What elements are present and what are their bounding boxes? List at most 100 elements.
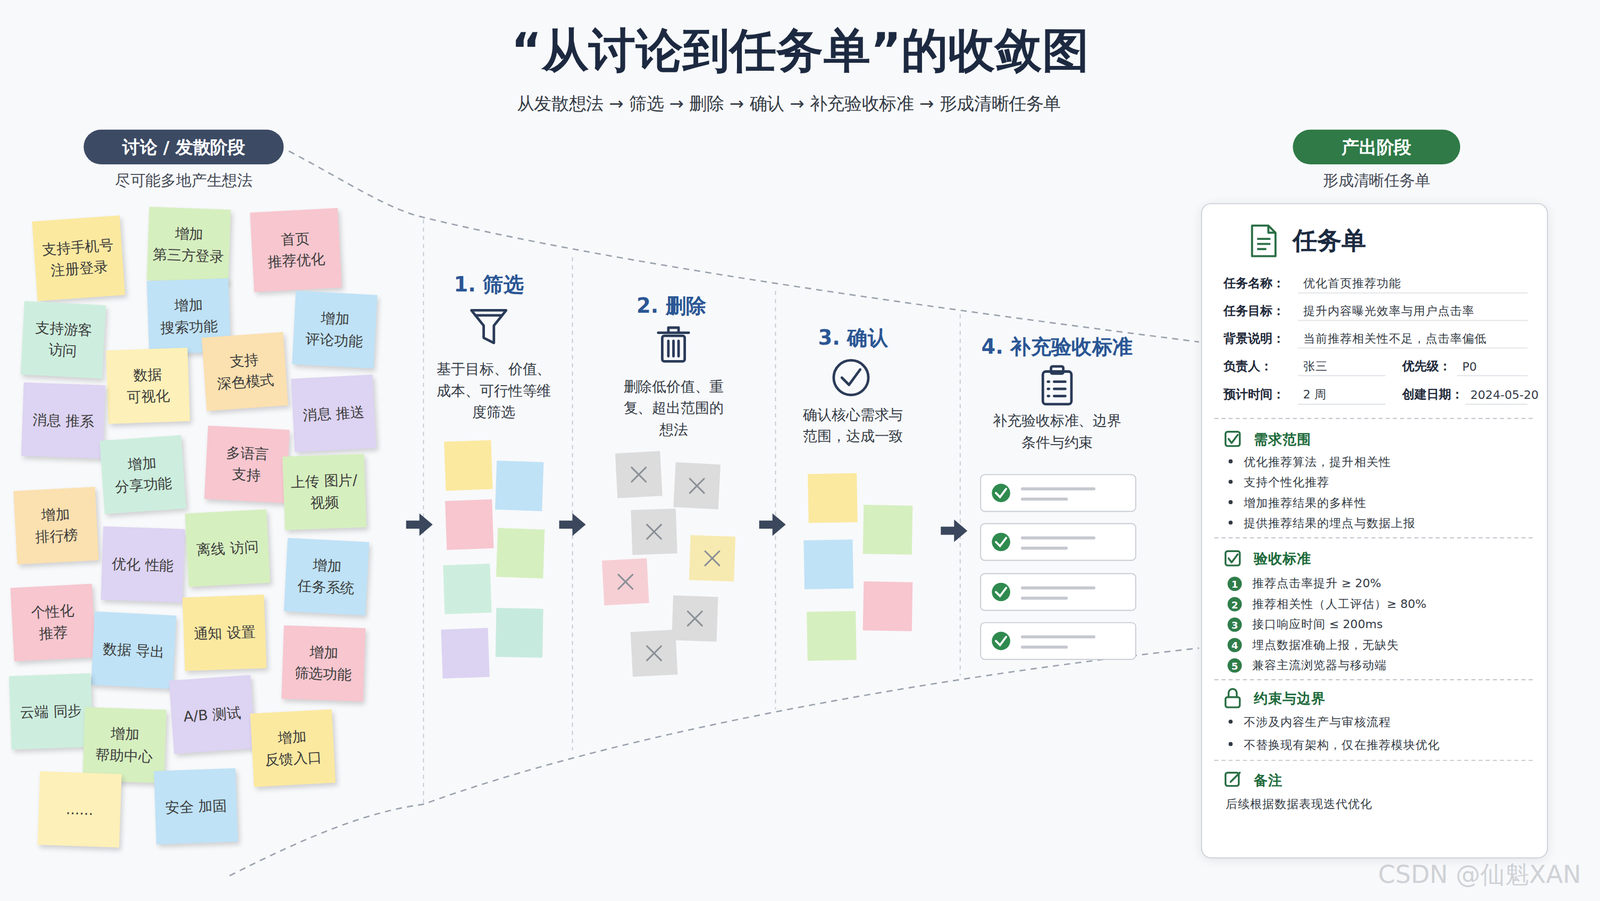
deleted-note bbox=[615, 450, 663, 499]
idea-text: 增加 排行榜 bbox=[18, 501, 94, 549]
number-text: 1 bbox=[1231, 577, 1239, 590]
idea-text: 通知 设置 bbox=[193, 621, 256, 645]
field-value: 提升内容曝光效率与用户点击率 bbox=[1303, 303, 1475, 320]
bullet-dot bbox=[1228, 459, 1233, 747]
number-text: 3 bbox=[1231, 618, 1239, 631]
filtered-note bbox=[442, 563, 492, 615]
stage-subtitle: 尽可能多地产生想法 bbox=[114, 171, 253, 191]
cross-mark bbox=[647, 646, 662, 661]
step-description: 补充验收标准、边界条件与约束 bbox=[987, 409, 1127, 454]
funnel-outline bbox=[229, 648, 1200, 876]
step-heading: 2. 删除 bbox=[636, 292, 707, 321]
field-value: 接口响应时间 ≤ 200ms bbox=[1252, 616, 1384, 633]
step-description: 基于目标、价值、成本、可行性等维度筛选 bbox=[433, 358, 555, 424]
idea-text: 个性化 推荐 bbox=[15, 599, 91, 647]
deleted-note bbox=[671, 595, 718, 642]
field-value: 推荐相关性（人工评估）≥ 80% bbox=[1252, 596, 1427, 613]
sticky-note: 多语言 支持 bbox=[204, 425, 290, 504]
idea-text: 增加 分享功能 bbox=[104, 450, 181, 499]
card-title: 任务单 bbox=[1292, 224, 1367, 257]
step-heading: 4. 补充验收标准 bbox=[981, 333, 1134, 362]
step-number: 5 bbox=[1227, 658, 1243, 673]
deleted-note bbox=[601, 450, 736, 677]
sticky-note: 支持 深色模式 bbox=[201, 331, 289, 412]
section-heading: 备注 bbox=[1253, 771, 1283, 791]
idea-text: 云端 同步 bbox=[19, 699, 82, 723]
deleted-note bbox=[601, 557, 650, 606]
idea-text: 优化 性能 bbox=[111, 552, 174, 576]
filtered-note bbox=[440, 439, 545, 678]
filtered-note bbox=[444, 439, 493, 491]
stage-subtitle: 形成清晰任务单 bbox=[1322, 171, 1430, 191]
field-value: P0 bbox=[1462, 358, 1477, 374]
section-divider bbox=[1214, 679, 1536, 681]
sticky-note: 个性化 推荐 bbox=[10, 583, 97, 662]
sticky-note: 增加 分享功能 bbox=[99, 434, 187, 515]
step-icon bbox=[1051, 366, 1064, 374]
filtered-note bbox=[440, 627, 490, 679]
field-underline bbox=[1297, 292, 1528, 405]
flow-arrow bbox=[406, 513, 968, 542]
field-underline bbox=[1297, 374, 1386, 376]
sticky-note: 增加 第三方登录 bbox=[146, 206, 231, 283]
bullet-dot bbox=[1228, 741, 1233, 747]
step-icon bbox=[1048, 381, 1050, 397]
stage-pill: 讨论 / 发散阶段尽可能多地产生想法 bbox=[83, 129, 284, 165]
sticky-note: 安全 加固 bbox=[153, 767, 238, 844]
field-value: 不替换现有架构，仅在推荐模块优化 bbox=[1243, 736, 1440, 753]
field-underline bbox=[1297, 320, 1528, 322]
idea-text: 多语言 支持 bbox=[208, 440, 285, 488]
sticky-note: 云端 同步 bbox=[9, 673, 94, 750]
stage-title: 讨论 / 发散阶段 bbox=[122, 135, 245, 159]
field-label: 创建日期： bbox=[1402, 386, 1464, 404]
field-underline bbox=[1297, 347, 1528, 349]
idea-text: 增加 帮助中心 bbox=[87, 722, 163, 768]
confirmed-note bbox=[863, 504, 913, 555]
sticky-note: 支持游客 访问 bbox=[20, 300, 107, 379]
diagram-caption: 从发散想法 → 筛选 → 删除 → 确认 → 补充验收标准 → 形成清晰任务单 bbox=[516, 92, 1061, 116]
task-card: 任务单任务名称：优化首页推荐功能任务目标：提升内容曝光效率与用户点击率背景说明：… bbox=[1201, 203, 1548, 859]
cross-mark bbox=[631, 467, 647, 482]
field-value: 2 周 bbox=[1303, 387, 1327, 403]
stage-pill: 产出阶段形成清晰任务单 bbox=[1292, 129, 1461, 165]
idea-text: 增加 搜索功能 bbox=[151, 293, 227, 339]
document-icon bbox=[1252, 225, 1276, 257]
number-text: 5 bbox=[1231, 659, 1239, 672]
field-label: 优先级： bbox=[1402, 357, 1452, 376]
field-underline bbox=[1456, 374, 1528, 376]
checklist-row bbox=[991, 631, 1011, 651]
checklist-row bbox=[991, 582, 1011, 602]
sticky-note: 增加 排行榜 bbox=[13, 486, 99, 565]
flow-arrow bbox=[940, 519, 968, 542]
flow-arrow bbox=[559, 513, 586, 536]
bullet-dot bbox=[1228, 499, 1233, 505]
field-value: 优化首页推荐功能 bbox=[1303, 275, 1402, 292]
field-value: 后续根据数据表现迭代优化 bbox=[1225, 796, 1373, 812]
cross-mark bbox=[705, 550, 720, 566]
deleted-note bbox=[630, 508, 677, 555]
section-icon bbox=[1225, 550, 1241, 566]
document-icon bbox=[1257, 238, 1271, 249]
sticky-note: 增加 筛选功能 bbox=[281, 625, 366, 702]
bullet-dot bbox=[1228, 479, 1233, 484]
step-icon bbox=[668, 340, 679, 357]
step-heading: 1. 筛选 bbox=[453, 270, 524, 299]
flow-arrow bbox=[759, 513, 786, 536]
field-value: 支持个性化推荐 bbox=[1243, 474, 1330, 491]
section-divider bbox=[1214, 759, 1536, 761]
field-value: 当前推荐相关性不足，点击率偏低 bbox=[1303, 331, 1487, 347]
idea-text: 增加 评论功能 bbox=[296, 306, 373, 354]
confirmed-note bbox=[803, 539, 854, 590]
bullet-dot bbox=[1228, 459, 1233, 464]
section-icon bbox=[1225, 697, 1241, 708]
field-value: 不涉及内容生产与审核流程 bbox=[1243, 714, 1391, 731]
field-value: 张三 bbox=[1303, 358, 1328, 375]
checklist-row bbox=[1022, 488, 1094, 647]
field-label: 负责人： bbox=[1223, 357, 1273, 376]
section-icon bbox=[1230, 772, 1240, 782]
field-value: 增加推荐结果的多样性 bbox=[1243, 495, 1367, 512]
cross-mark bbox=[687, 610, 702, 626]
sticky-note: 增加 任务系统 bbox=[283, 537, 370, 616]
step-number: 3 bbox=[1227, 617, 1243, 632]
step-number: 1 bbox=[1227, 576, 1243, 591]
